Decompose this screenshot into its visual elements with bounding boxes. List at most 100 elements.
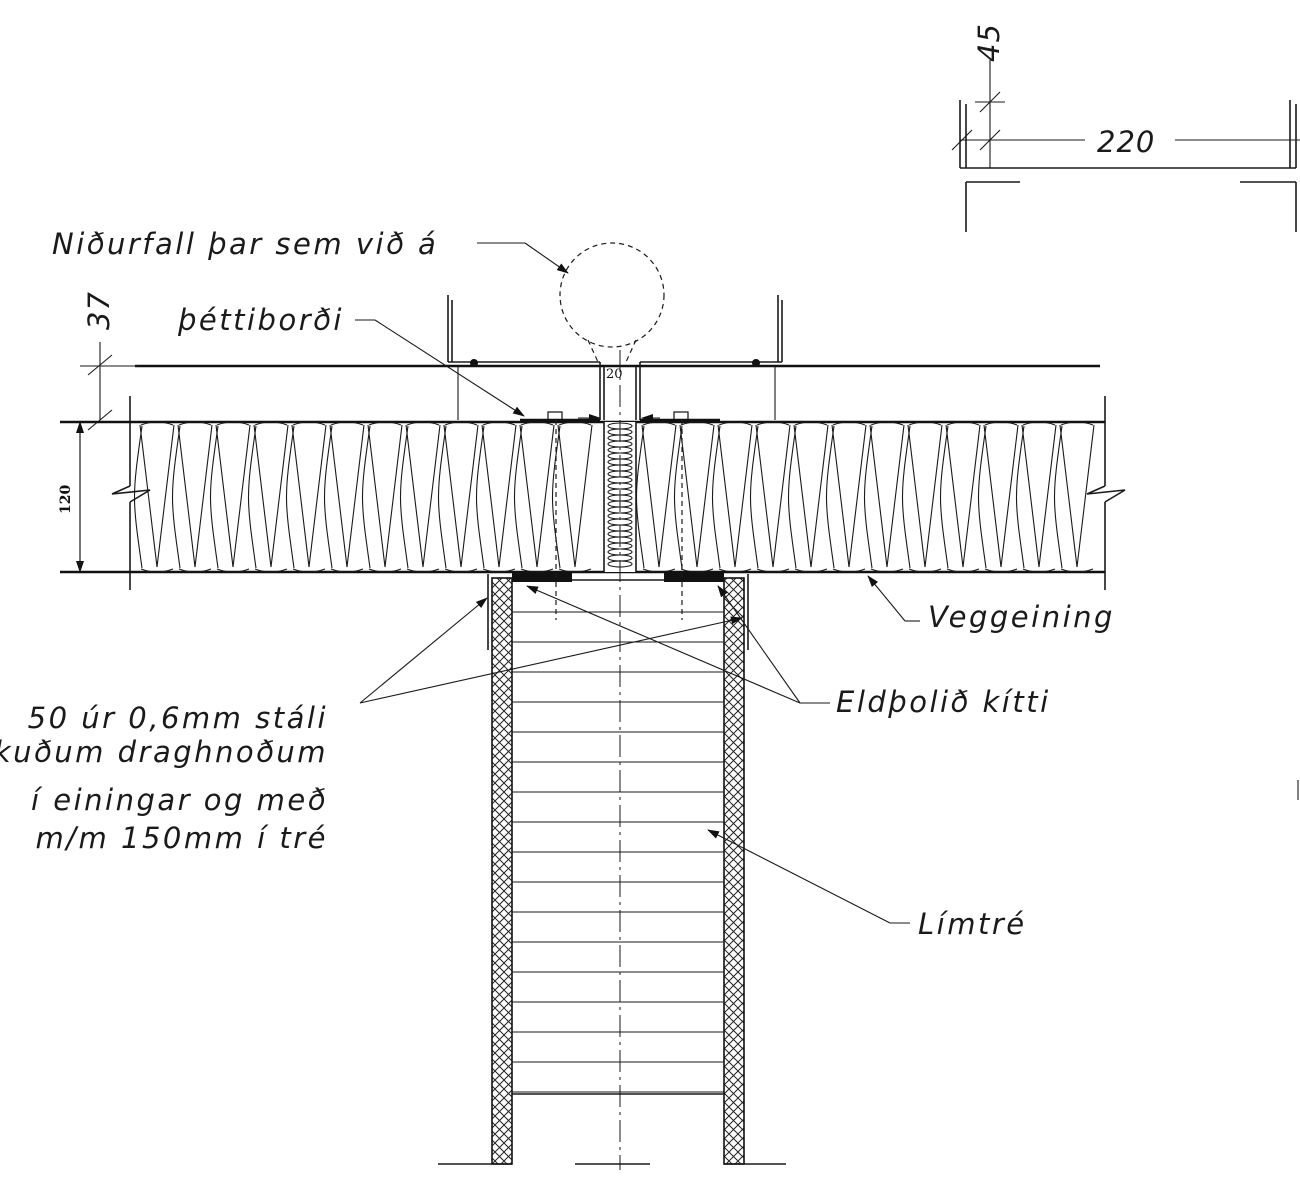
insulation-top (794, 421, 828, 426)
leader-lines (355, 319, 1299, 924)
insulation-top (330, 421, 364, 426)
top-flashing: 20 (135, 295, 1100, 420)
insulation-bottom (178, 568, 212, 573)
insulation-curve (437, 425, 447, 569)
insulation-top (1060, 421, 1094, 426)
label-wall-unit: Veggeining (928, 600, 1115, 634)
insulation-curve (901, 425, 911, 569)
insulation-zigzag (253, 424, 289, 568)
insulation-bottom (368, 568, 402, 573)
insulation-curve (399, 425, 409, 569)
insulation-curve (749, 425, 759, 569)
insulation-bottom (718, 568, 752, 573)
insulation-curve (285, 425, 295, 569)
insulation-curve (787, 425, 797, 569)
insulation-bottom (832, 568, 866, 573)
insulation-bottom (642, 568, 676, 573)
dimension-120: 120 (58, 485, 74, 514)
insulation-zigzag (793, 424, 829, 568)
insulation-curve (171, 425, 181, 569)
insulation-curve (209, 425, 219, 569)
insulation-zigzag (1059, 424, 1095, 568)
insulation-curve (133, 425, 143, 569)
insulation-top (254, 421, 288, 426)
left-dimensions: 37 120 (58, 291, 140, 573)
insulation-top (946, 421, 980, 426)
insulation-bottom (870, 568, 904, 573)
insulation-top (870, 421, 904, 426)
insulation-bottom (984, 568, 1018, 573)
insulation-zigzag (557, 424, 593, 568)
glulam-laminations (512, 611, 724, 1093)
insulation-curve (939, 425, 949, 569)
dimension-20: 20 (606, 367, 623, 382)
insulation-curve (711, 425, 721, 569)
insulation-bottom (756, 568, 790, 573)
insulation-top (368, 421, 402, 426)
dimension-220: 220 (1097, 125, 1155, 159)
insulation-zigzag (1021, 424, 1057, 568)
insulation-zigzag (983, 424, 1019, 568)
insulation-bottom (254, 568, 288, 573)
insulation-bottom (946, 568, 980, 573)
insulation-bottom (1022, 568, 1056, 573)
insulation-top (406, 421, 440, 426)
label-sealing-strip: þéttiborði (177, 303, 344, 337)
insulation-curve (247, 425, 257, 569)
insulation-top (642, 421, 676, 426)
insulation-curve (361, 425, 371, 569)
insulation-curve (825, 425, 835, 569)
insulation-curve (863, 425, 873, 569)
insulation-curve (977, 425, 987, 569)
insulation-top (680, 421, 714, 426)
insulation-bottom (140, 568, 174, 573)
label-glulam: Límtré (918, 907, 1027, 941)
insulation-bottom (1060, 568, 1094, 573)
insulation-top (718, 421, 752, 426)
label-bracket-line-2: kuðum draghnoðum (0, 735, 328, 769)
insulation-curve (475, 425, 485, 569)
insulation-zigzag (679, 424, 715, 568)
insulation-top (292, 421, 326, 426)
insulation-left (133, 421, 593, 573)
label-fire-caulk: Eldþolið kítti (836, 685, 1051, 719)
glulam-column (438, 350, 786, 1170)
insulation-zigzag (831, 424, 867, 568)
insulation-zigzag (405, 424, 441, 568)
insulation-zigzag (443, 424, 479, 568)
insulation-top (1022, 421, 1056, 426)
insulation-top (558, 421, 592, 426)
insulation-top (140, 421, 174, 426)
dimension-37: 37 (82, 291, 116, 330)
insulation-zigzag (291, 424, 327, 568)
insulation-zigzag (717, 424, 753, 568)
insulation-bottom (908, 568, 942, 573)
insulation-zigzag (519, 424, 555, 568)
insulation-top (482, 421, 516, 426)
insulation-bottom (330, 568, 364, 573)
insulation-bottom (292, 568, 326, 573)
insulation-top (216, 421, 250, 426)
insulation-curve (513, 425, 523, 569)
insulation-bottom (406, 568, 440, 573)
insulation-zigzag (945, 424, 981, 568)
insulation-zigzag (215, 424, 251, 568)
wall-panel (60, 396, 1126, 590)
insulation-bottom (444, 568, 478, 573)
insulation-curve (1053, 425, 1063, 569)
insulation-zigzag (481, 424, 517, 568)
label-bracket-line-4: m/m 150mm í tré (36, 821, 328, 855)
insulation-zigzag (329, 424, 365, 568)
top-right-detail: 45 220 (951, 23, 1300, 232)
insulation-zigzag (367, 424, 403, 568)
insulation-curve (635, 425, 645, 569)
insulation-zigzag (869, 424, 905, 568)
insulation-zigzag (755, 424, 791, 568)
insulation-bottom (794, 568, 828, 573)
dimension-45: 45 (972, 23, 1006, 62)
insulation-top (520, 421, 554, 426)
insulation-top (832, 421, 866, 426)
insulation-bottom (680, 568, 714, 573)
insulation-bottom (482, 568, 516, 573)
insulation-top (984, 421, 1018, 426)
